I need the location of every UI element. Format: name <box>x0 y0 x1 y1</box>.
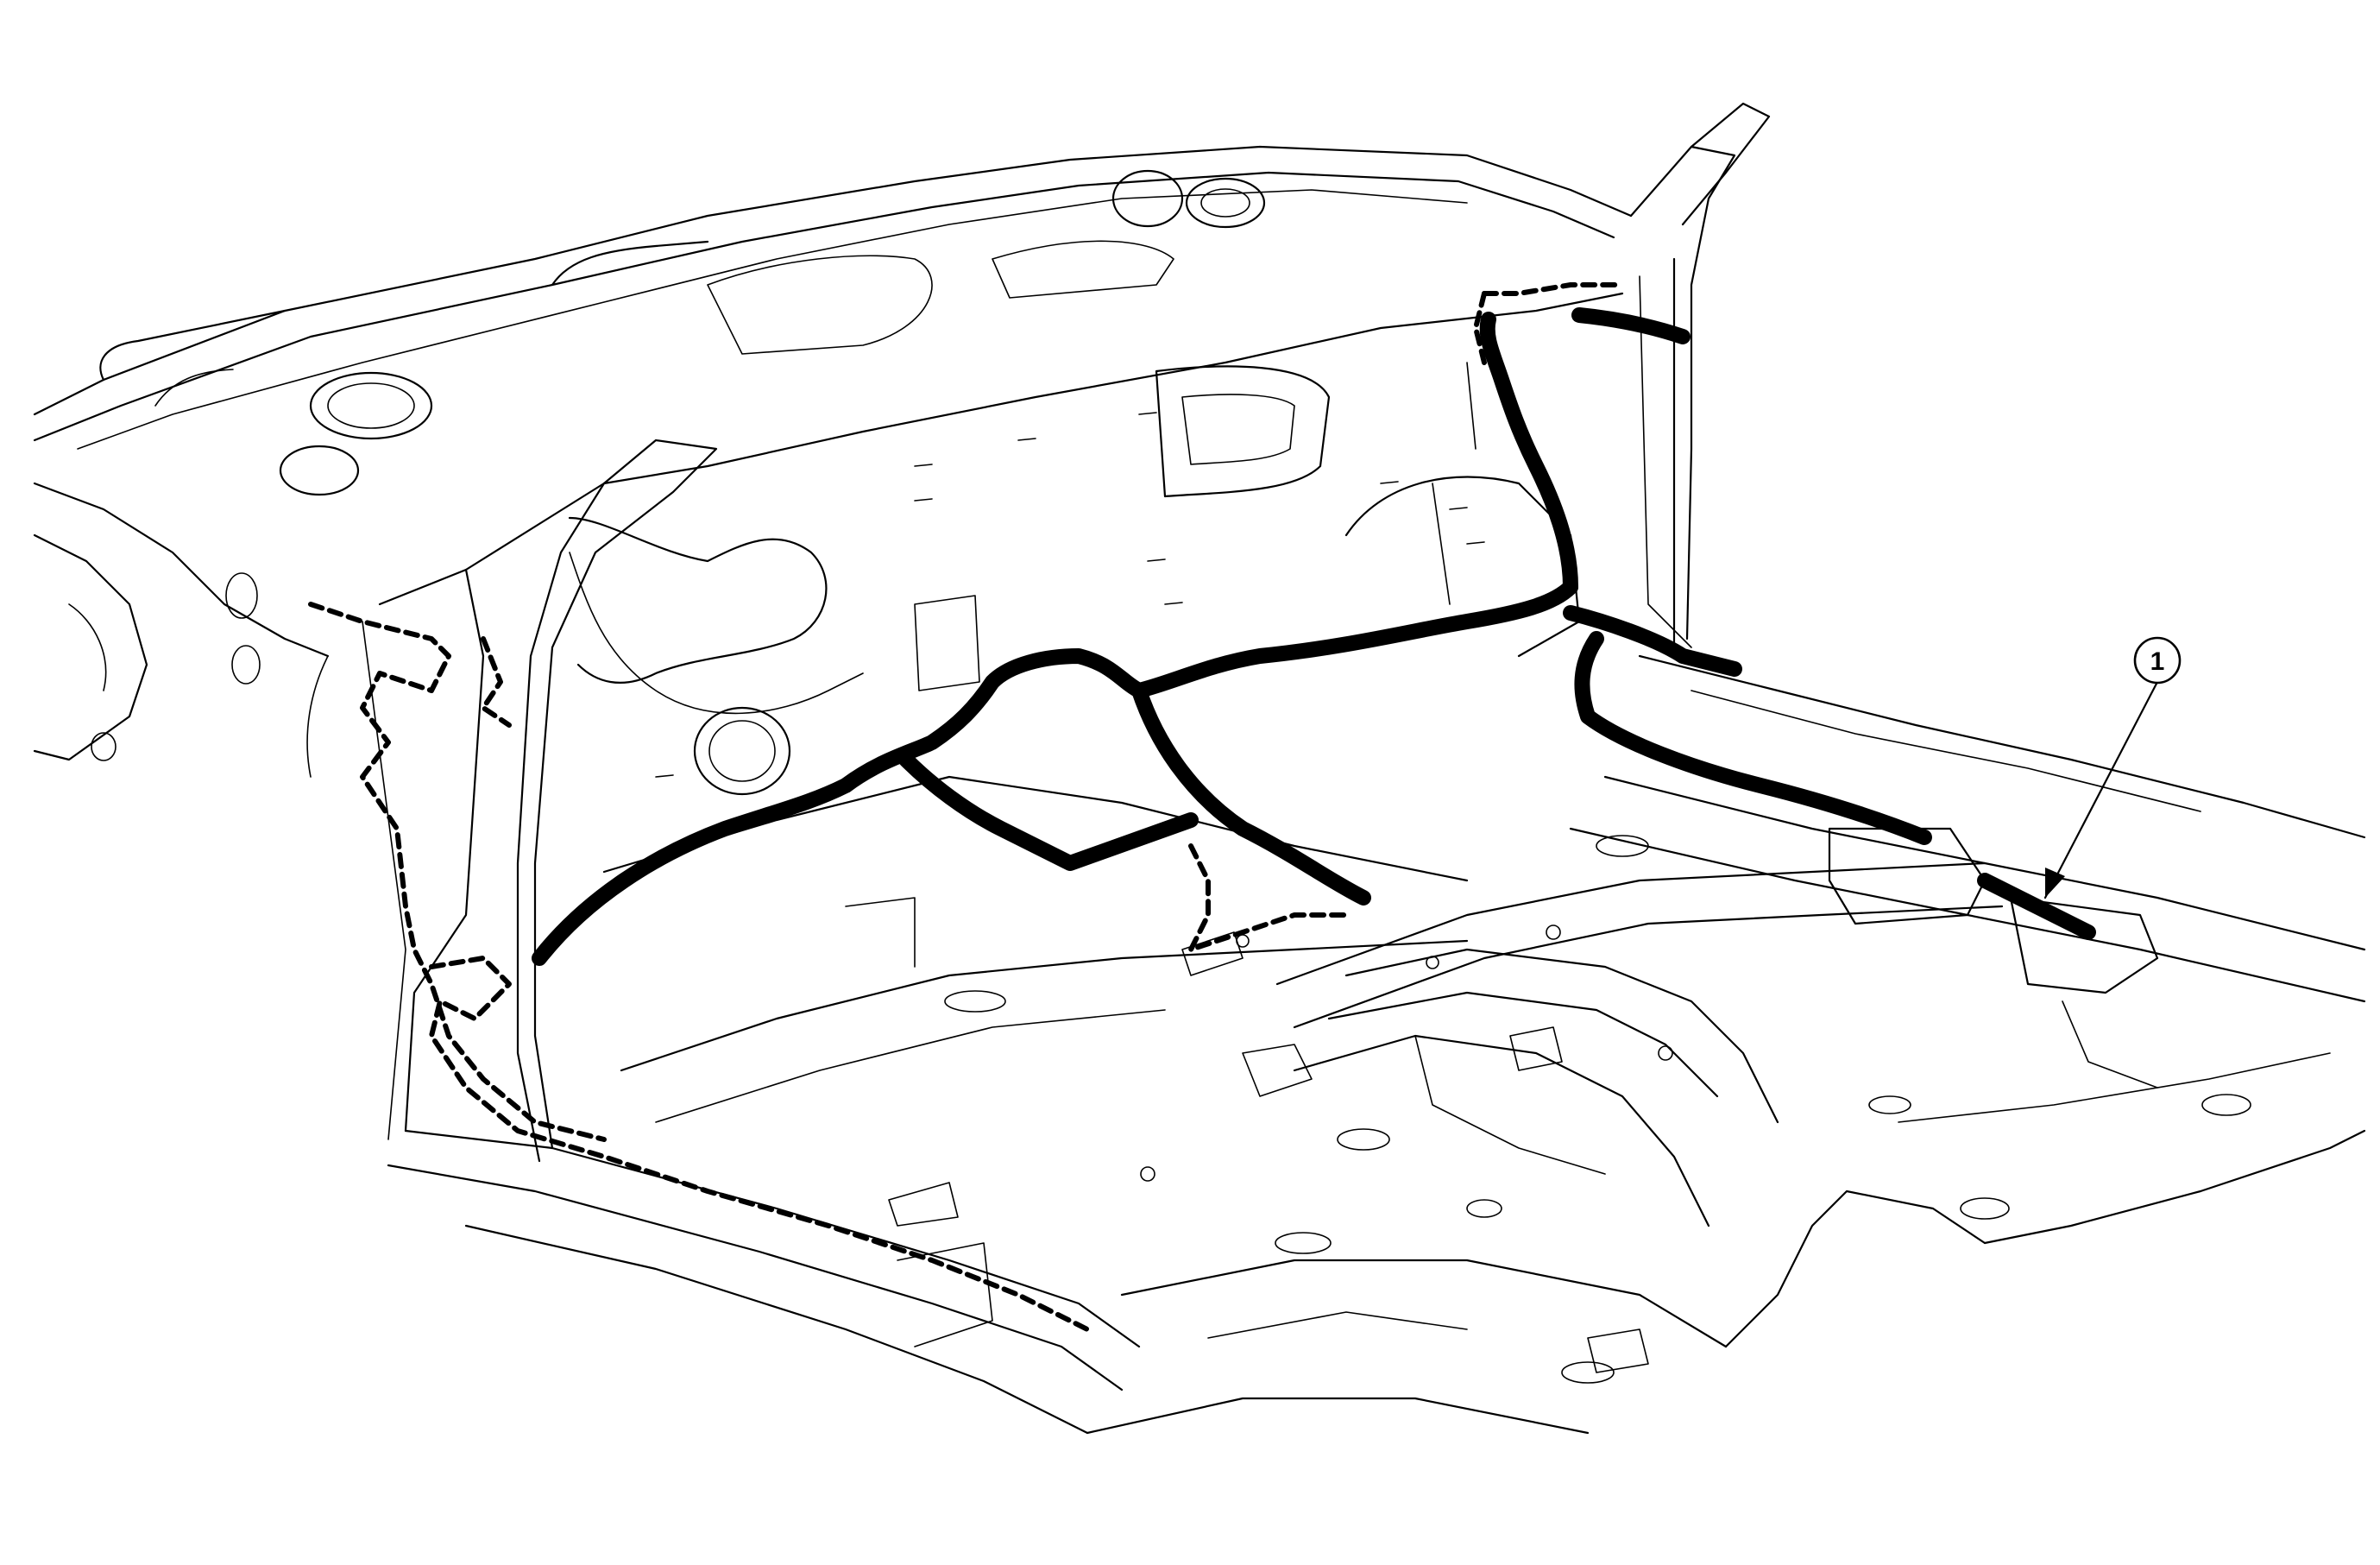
harness-upper-right <box>1571 307 1691 344</box>
hidden-harness-left-sill <box>429 956 1090 1332</box>
callout-1-leader <box>2043 680 2159 899</box>
callout-1-circle <box>2133 636 2182 685</box>
callout-1-arrowhead <box>2045 868 2065 898</box>
harness-center-branch <box>1131 683 1371 906</box>
firewall-slots <box>655 412 1485 778</box>
harness-right-kick <box>1563 605 1742 677</box>
hidden-harness-upper-right-drop <box>1473 291 1487 365</box>
hidden-harness <box>308 282 1625 1332</box>
hidden-harness-left-pillar <box>308 602 607 1142</box>
hidden-harness-center-seat <box>1188 843 1349 952</box>
callout-1: 1 <box>2043 636 2182 899</box>
harness-left-footwell <box>898 752 1199 871</box>
hidden-harness-upper-right <box>1482 282 1625 296</box>
callout-1-label: 1 <box>2150 647 2165 676</box>
harness-rear-segment <box>1977 873 2096 940</box>
harness-right-sill <box>1574 631 1932 845</box>
hidden-harness-left-lower <box>481 636 512 728</box>
wiring-harness <box>532 307 2096 966</box>
harness-main-trunk <box>532 579 1578 966</box>
body-structure <box>33 102 2366 1435</box>
harness-right-riser <box>1479 312 1578 595</box>
